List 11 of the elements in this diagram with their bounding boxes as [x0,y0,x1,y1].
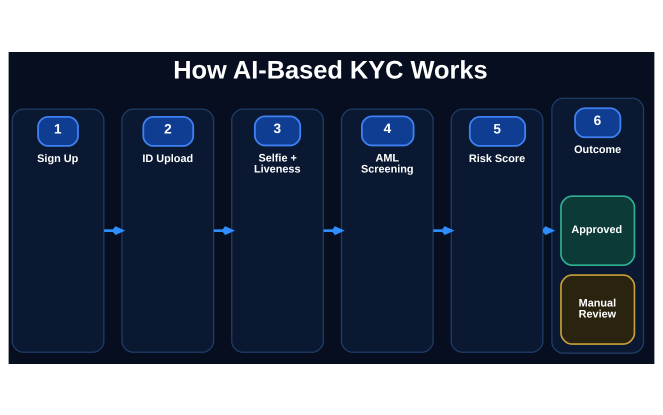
node-box: Approved [560,194,636,266]
diagram-title: How AI-Based KYC Works [173,56,488,84]
node-box: 2 ID Upload [121,108,214,352]
arrow [214,226,234,235]
node-box: 4 AML Screening [340,108,434,352]
arrow [433,226,452,235]
arrow [104,226,124,235]
arrow [324,226,343,235]
node-box: Manual Review [560,274,636,344]
node-box: 3 Selfie + Liveness [231,108,324,352]
node-box: 1 Sign Up [12,108,104,352]
